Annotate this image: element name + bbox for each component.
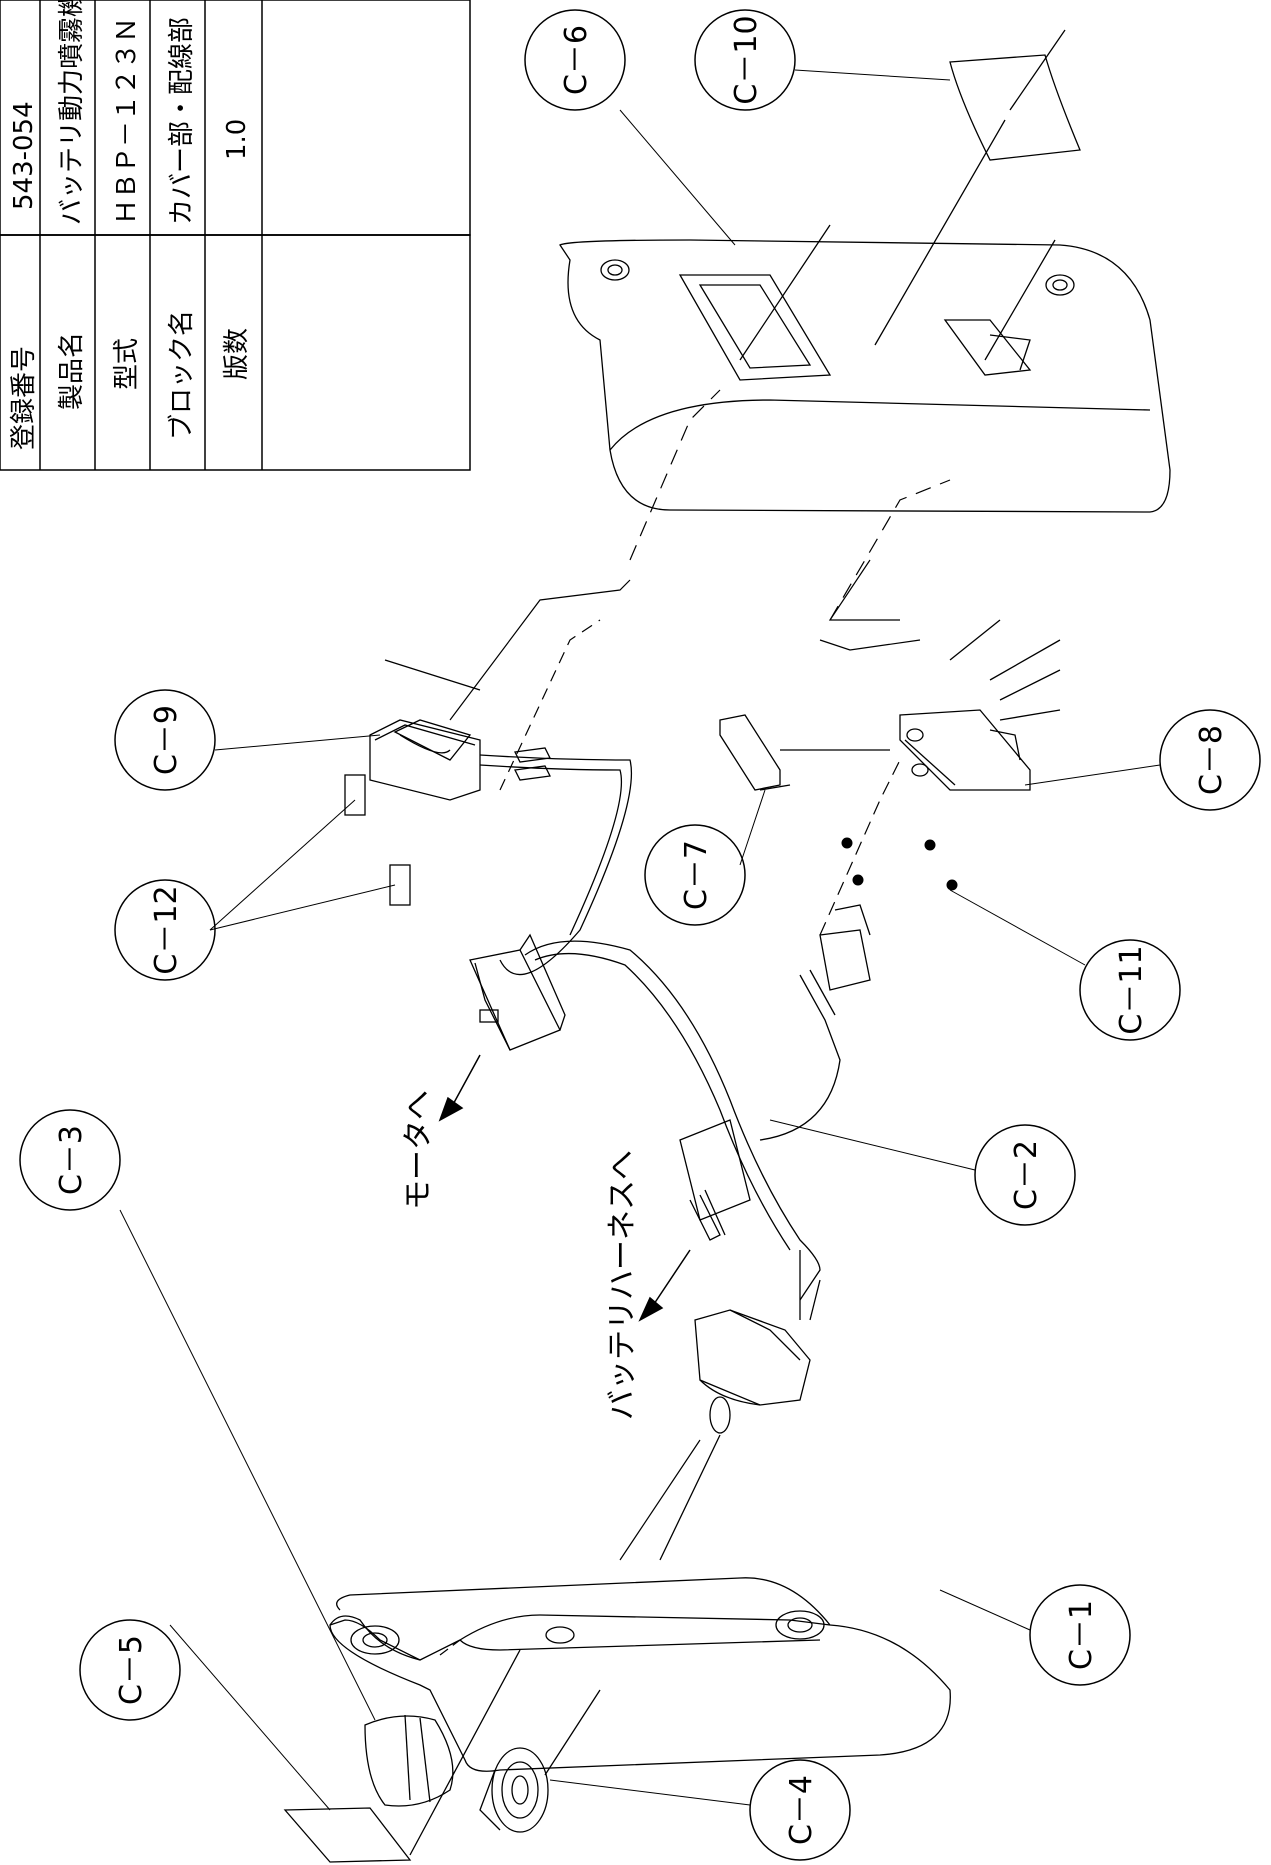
switch-c8-part (899, 619, 1061, 791)
callout-c4: C－4 (749, 1759, 851, 1861)
callout-c12: C－12 (114, 879, 216, 981)
cover-c6-part (559, 119, 1171, 513)
callout-c6: C－6 (524, 9, 626, 111)
to-motor-label: モータへ (401, 1090, 436, 1210)
title-value-4: カバー部・配線部 (167, 17, 197, 225)
callout-c9: C－9 (114, 689, 216, 791)
callout-c2-label: C－2 (1009, 1140, 1044, 1210)
title-label-4: ブロック名 (167, 310, 197, 440)
callout-c1-label: C－1 (1064, 1600, 1099, 1670)
assembly-lines (439, 389, 951, 1656)
callout-c7-label: C－7 (679, 840, 714, 910)
callout-leaders (119, 69, 1161, 1811)
callout-c8: C－8 (1159, 709, 1261, 811)
title-label-1: 登録番号 (9, 346, 39, 450)
callout-c2: C－2 (974, 1124, 1076, 1226)
callout-c1: C－1 (1029, 1584, 1131, 1686)
labels-c12-part (344, 774, 411, 906)
callout-c7: C－7 (644, 824, 746, 926)
title-value-5: 1.0 (222, 119, 252, 160)
screws-c11-part (841, 837, 958, 891)
arrow-to-battery (638, 1249, 691, 1322)
switch-c7-part (719, 714, 890, 791)
title-value-1: 543-054 (9, 101, 39, 210)
callout-c5: C－5 (79, 1619, 181, 1721)
title-block: 登録番号 543-054 製品名 バッテリ動力噴霧機 型式 ＨＢＰ－１２３Ｎ ブ… (0, 0, 471, 471)
callout-c5-label: C－5 (114, 1635, 149, 1705)
arrow-to-motor (438, 1054, 481, 1122)
to-battery-harness-label: バッテリハーネスへ (605, 1150, 640, 1420)
knob-c4-part (479, 1689, 601, 1833)
title-value-2: バッテリ動力噴霧機 (57, 0, 87, 225)
harness-c2-part (524, 904, 871, 1301)
callout-c6-label: C－6 (559, 25, 594, 95)
callout-c4-label: C－4 (784, 1775, 819, 1845)
grommet-c3-part (364, 1714, 454, 1807)
callout-c10: C－10 (694, 9, 796, 111)
callout-c9-label: C－9 (149, 705, 184, 775)
callout-c8-label: C－8 (1194, 725, 1229, 795)
title-label-5: 版数 (222, 328, 252, 380)
title-label-2: 製品名 (57, 332, 87, 410)
controller-c9-part (369, 659, 633, 976)
label-plate-c10-part (949, 29, 1081, 161)
sticker-c5-part (283, 1649, 521, 1863)
motor-connector-part (469, 933, 566, 1051)
callout-c10-label: C－10 (729, 15, 764, 104)
callout-c3: C－3 (19, 1109, 121, 1211)
title-label-3: 型式 (112, 338, 142, 390)
callout-c12-label: C－12 (149, 885, 184, 974)
callout-c11: C－11 (1079, 939, 1181, 1041)
front-panel-c1-part (329, 1577, 951, 1772)
title-value-3: ＨＢＰ－１２３Ｎ (112, 17, 142, 225)
callout-c11-label: C－11 (1114, 945, 1149, 1034)
callout-c3-label: C－3 (54, 1125, 89, 1195)
toggle-switch-part (659, 1250, 821, 1561)
